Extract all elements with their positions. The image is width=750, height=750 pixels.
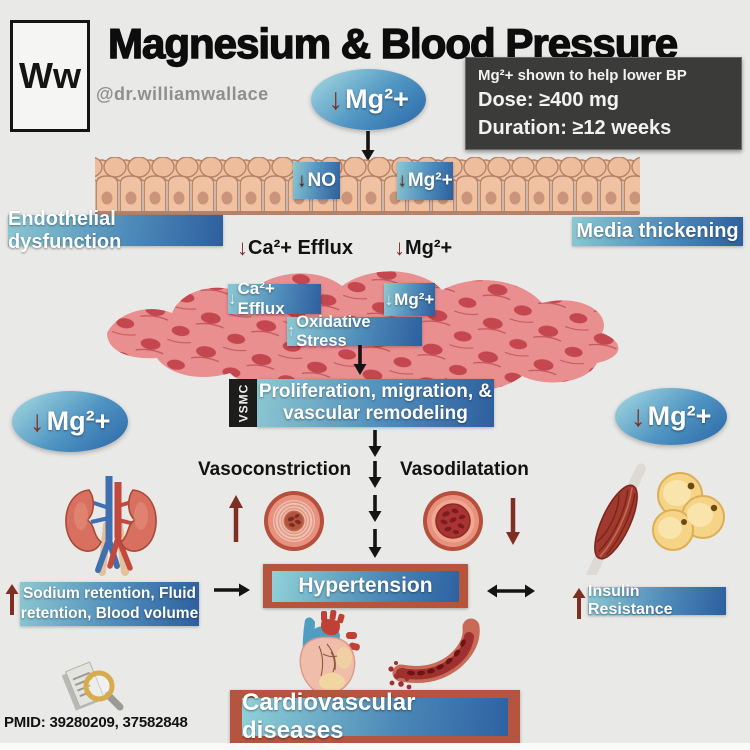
flow-arrow-right-icon [214,583,250,597]
bidirectional-arrow-icon [487,584,535,598]
mg-tag-vsmc-text: Mg²+ [394,289,435,309]
down-arrow-icon: ↓ [297,169,307,191]
mg-caption: ↓ Mg²+ [394,235,452,261]
mg-oval-right: ↓ Mg²+ [615,388,727,445]
flow-arrow-down-icon [361,131,375,161]
cvd-text: Cardiovascular diseases [242,689,416,744]
mg-tag-vsmc: ↓ Mg²+ [384,283,435,316]
vsmc-side-label: VSMC [229,379,257,427]
flow-arrow-down-icon [353,345,367,375]
mg-label: Mg²+ [46,406,111,436]
flow-arrow-down-icon [368,461,382,488]
down-arrow-icon: ↓ [328,82,344,116]
vasoconstriction-label: Vasoconstriction [198,459,352,480]
ww-logo-text: Ww [19,55,81,96]
info-line-duration: Duration: ≥12 weeks [478,117,672,139]
heart-illustration [299,610,360,695]
sodium-line1: Sodium retention, Fluid [22,585,197,602]
research-magnifier-icon [62,661,124,711]
oxidative-stress-tag: ↑ Oxidative Stress [287,313,422,350]
up-arrow-icon: ↑ [287,322,296,340]
vsmc-side-text: VSMC [236,383,251,423]
proliferation-line1: Proliferation, migration, & [258,381,493,402]
ca-efflux-tag: ↓ Ca²+ Efflux [228,279,321,318]
endothelial-dysfunction-label: Endothelial dysfunction [8,208,223,253]
ww-logo: Ww [10,20,90,132]
kidneys-illustration [65,476,157,576]
mg-label: Mg²+ [647,401,712,431]
increase-arrow-icon [229,495,243,542]
proliferation-line2: vascular remodeling [283,403,468,424]
hypertension-inner: Hypertension [272,570,459,602]
hypertension-box: Hypertension [263,564,468,608]
flow-arrow-down-icon [368,529,382,558]
insulin-resistance-text: Insulin Resistance [588,583,673,618]
down-arrow-icon: ↓ [29,404,45,438]
media-thickening-text: Media thickening [576,220,739,242]
down-arrow-icon: ↓ [384,289,394,309]
sodium-line2: retention, Blood volume [20,605,199,622]
vasodilatation-label: Vasodilatation [400,459,529,480]
no-tag: ↓ NO [293,162,340,199]
mg-tag-endothelium: ↓ Mg²+ [397,162,453,200]
pmid-reference: PMID: 39280209, 37582848 [4,714,188,731]
no-tag-label: NO [307,169,337,191]
ca-efflux-caption: ↓ Ca²+ Efflux [237,235,353,261]
cvd-box: Cardiovascular diseases [230,689,520,744]
ca-efflux-text: Ca²+ Efflux [248,236,354,259]
fat-cells [652,472,725,551]
increase-arrow-icon [5,584,19,615]
cvd-inner: Cardiovascular diseases [242,689,508,744]
media-thickening-label: Media thickening [572,217,743,246]
mg-oval-top: ↓ Mg²+ [311,69,426,130]
clotted-vessel-illustration [388,618,480,690]
endothelial-cells-illustration [95,157,640,215]
hypertension-text: Hypertension [298,574,433,597]
dose-info-box: Mg²+ shown to help lower BP Dose: ≥400 m… [465,57,742,150]
mg-label: Mg²+ [345,84,409,114]
down-arrow-icon: ↓ [228,289,237,308]
info-line-dose: Dose: ≥400 mg [478,89,620,111]
down-arrow-icon: ↓ [394,235,405,260]
increase-arrow-icon [572,588,586,619]
ca-efflux-tag-text: Ca²+ Efflux [237,279,285,318]
insulin-resistance-box: Insulin Resistance [588,583,726,618]
mg-tag-label: Mg²+ [407,170,453,191]
sodium-retention-box: Sodium retention, Fluid retention, Blood… [20,582,199,626]
flow-arrow-down-icon [368,495,382,522]
mg-oval-left: ↓ Mg²+ [12,391,128,452]
decrease-arrow-icon [506,498,520,545]
down-arrow-icon: ↓ [630,399,646,433]
dilated-vessel-illustration [423,491,483,551]
info-line-1: Mg²+ shown to help lower BP [478,67,687,84]
down-arrow-icon: ↓ [397,170,407,191]
proliferation-box: Proliferation, migration, & vascular rem… [257,379,494,427]
flow-arrow-down-icon [368,430,382,457]
author-handle: @dr.williamwallace [96,84,269,104]
bottom-strip [0,743,750,750]
muscle-fat-illustration [586,463,725,575]
down-arrow-icon: ↓ [237,235,248,260]
constricted-vessel-illustration [264,491,324,551]
mg-caption-text: Mg²+ [405,236,453,259]
oxidative-stress-text: Oxidative Stress [296,312,371,350]
endothelial-dysfunction-text: Endothelial dysfunction [8,207,122,253]
